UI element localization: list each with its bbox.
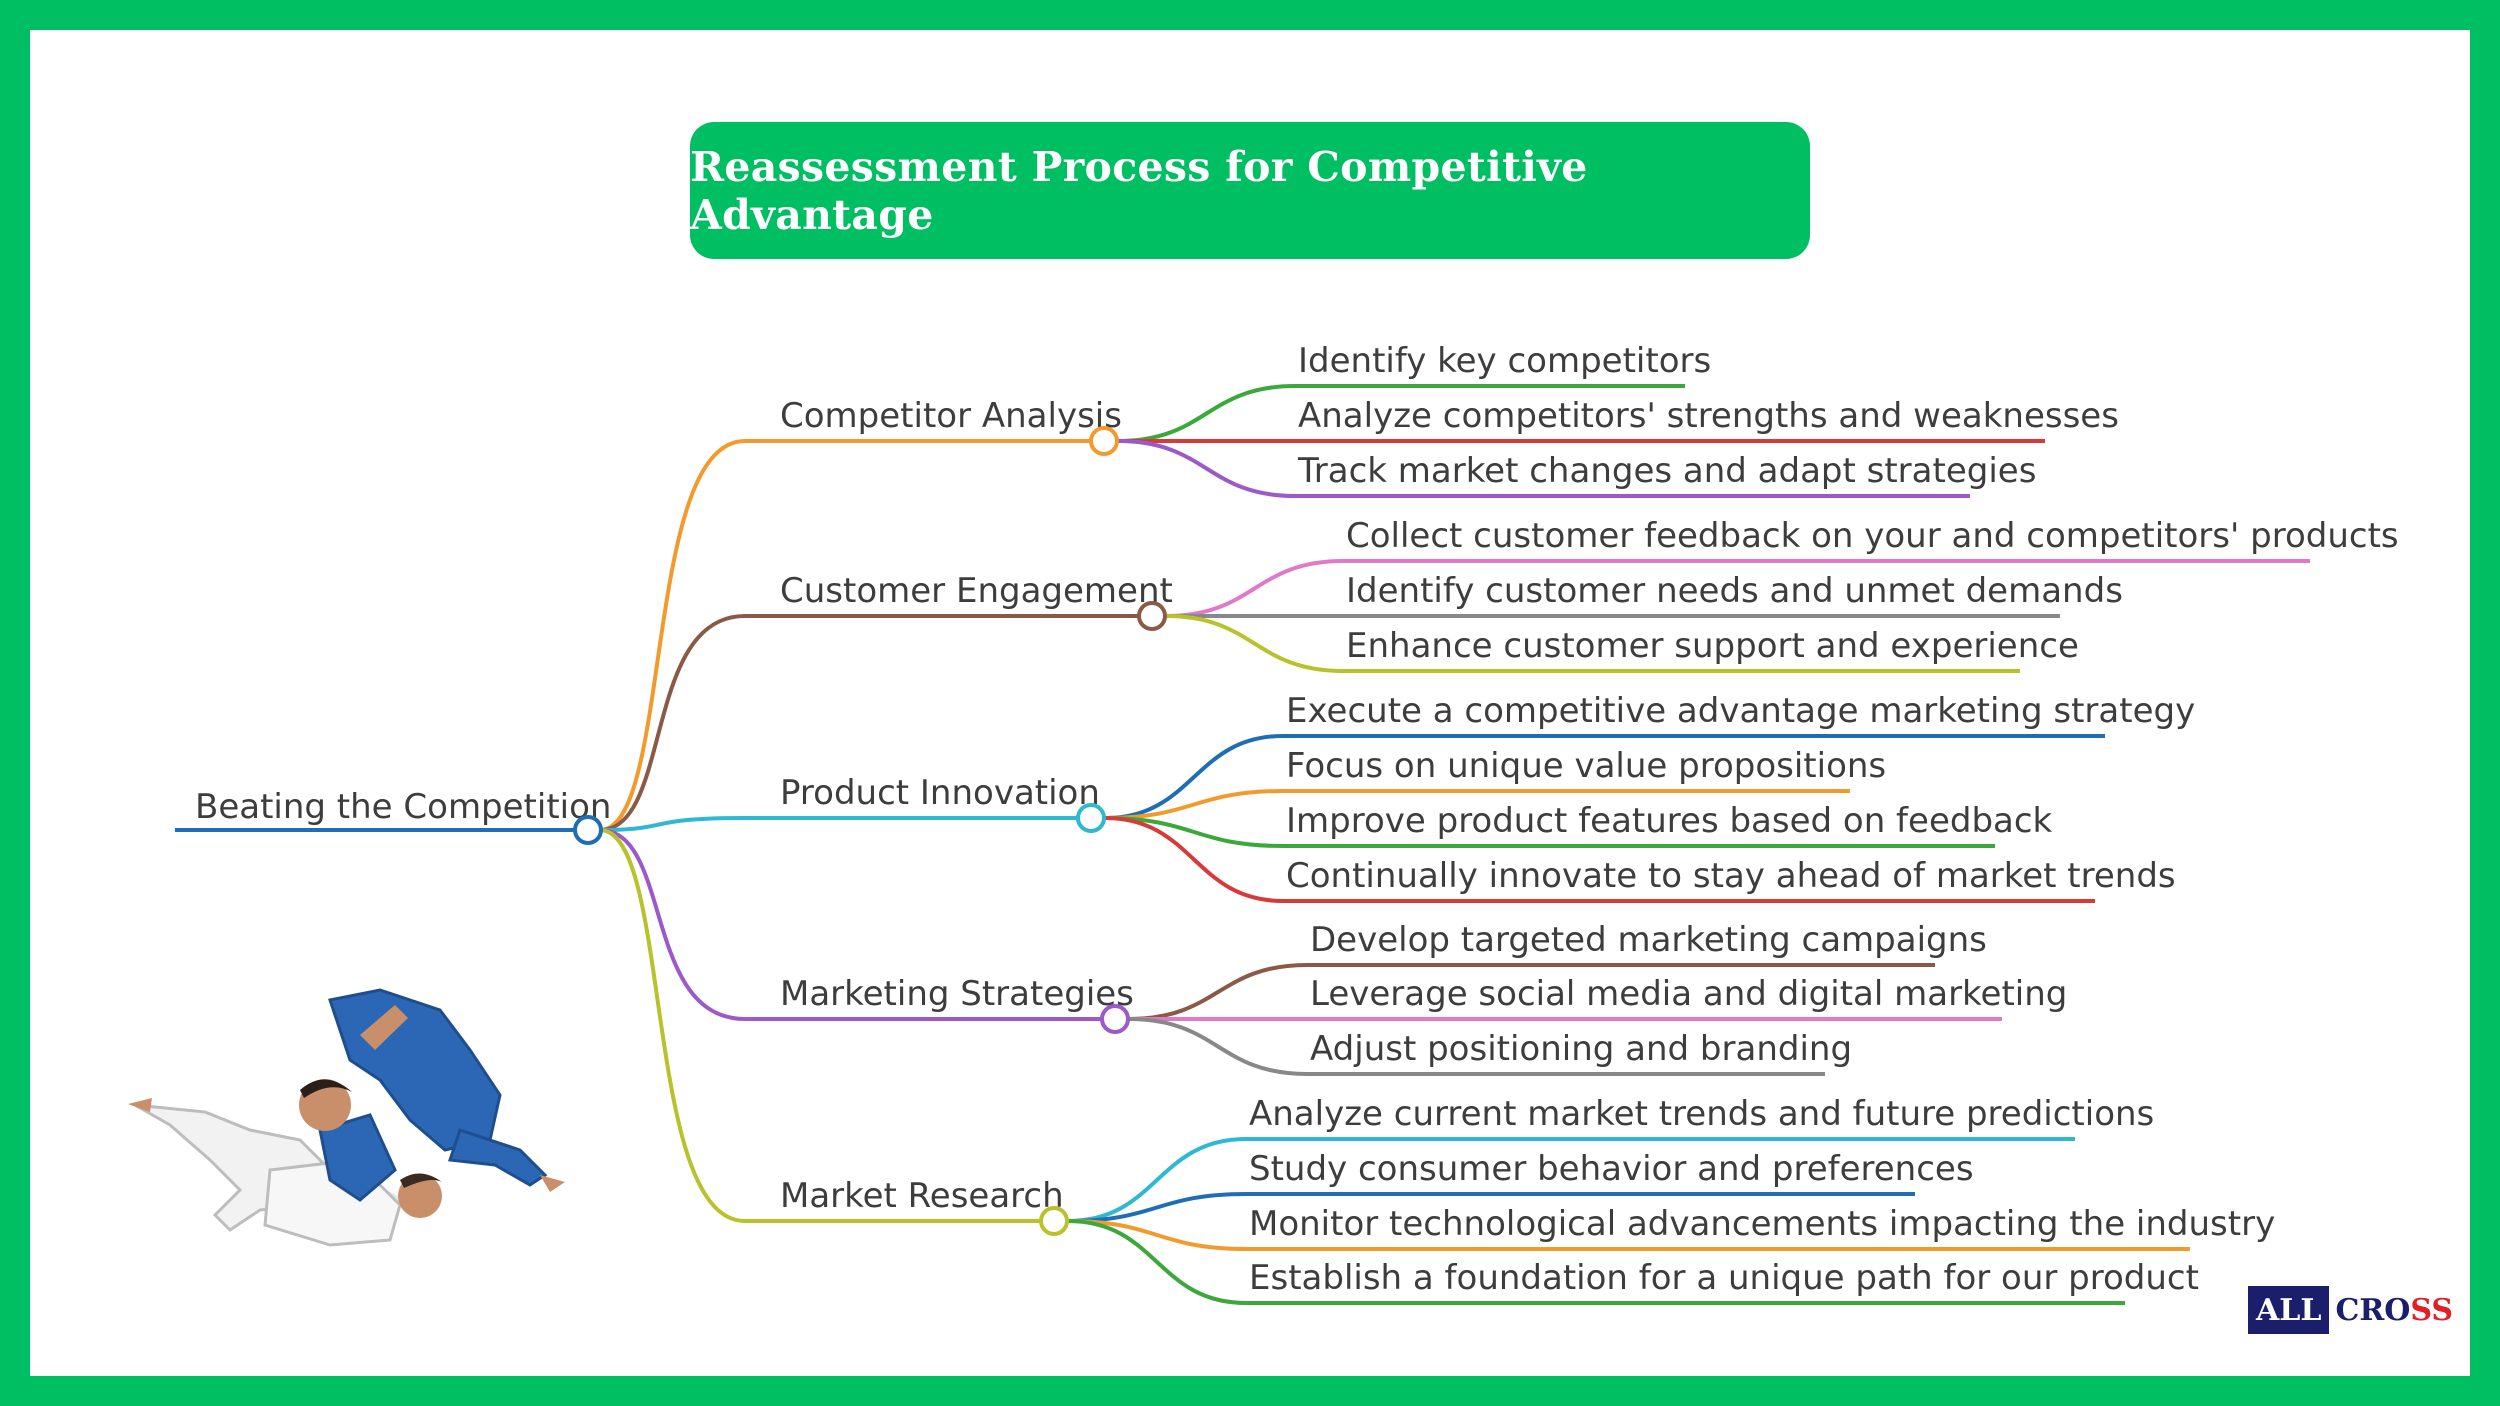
leaf-label: Develop targeted marketing campaigns	[1310, 920, 1987, 960]
leaf-connector	[1067, 1137, 1247, 1223]
leaf-connector	[1067, 1219, 1247, 1305]
leaf-connector	[1128, 1017, 1308, 1076]
leaf-label: Execute a competitive advantage marketin…	[1286, 691, 2195, 731]
leaf-label: Identify key competitors	[1298, 341, 1711, 381]
mind-map-nodes: Beating the Competition Competitor Analys…	[195, 341, 2399, 1298]
leaf-label: Track market changes and adapt strategie…	[1297, 451, 2036, 491]
leaf-label: Analyze competitors' strengths and weakn…	[1298, 396, 2119, 436]
leaf-label: Continually innovate to stay ahead of ma…	[1286, 856, 2176, 896]
leaf-connector	[1067, 1192, 1247, 1223]
judo-throw-icon	[128, 988, 565, 1247]
leaf-connector	[1104, 816, 1284, 848]
leaf-label: Establish a foundation for a unique path…	[1249, 1258, 2199, 1298]
logo-part-ss: SS	[2410, 1292, 2454, 1328]
branch-connector	[599, 816, 746, 832]
leaf-connector	[1165, 559, 1344, 618]
leaf-connector	[1128, 963, 1308, 1021]
leaf-label: Adjust positioning and branding	[1310, 1029, 1852, 1069]
branch-connector	[599, 828, 746, 1223]
leaf-label: Analyze current market trends and future…	[1249, 1094, 2154, 1134]
branch-label: Competitor Analysis	[780, 396, 1122, 436]
leaf-label: Enhance customer support and experience	[1346, 626, 2079, 666]
branch-label: Product Innovation	[780, 773, 1100, 813]
branch-connector	[599, 614, 746, 832]
leaf-label: Monitor technological advancements impac…	[1249, 1204, 2275, 1244]
branch-node-circle	[1137, 601, 1167, 631]
leaf-connector	[1165, 614, 1344, 673]
leaf-label: Focus on unique value propositions	[1286, 746, 1886, 786]
branch-connector	[599, 439, 746, 832]
logo-part-cro: CRO	[2335, 1292, 2411, 1328]
branch-node-circle	[1039, 1206, 1069, 1236]
branch-node-circle	[1089, 426, 1119, 456]
title-banner: Reassessment Process for Competitive Adv…	[690, 122, 1810, 259]
branch-connector	[599, 828, 746, 1021]
page-title: Reassessment Process for Competitive Adv…	[690, 142, 1588, 239]
leaf-connector	[1104, 816, 1284, 903]
mind-map-edges	[175, 384, 2310, 1305]
leaf-connector	[1067, 1219, 1247, 1251]
leaf-label: Leverage social media and digital market…	[1310, 974, 2067, 1014]
root-node-label: Beating the Competition	[195, 787, 611, 827]
branch-label: Marketing Strategies	[780, 974, 1134, 1014]
branch-node-circle	[1076, 803, 1106, 833]
leaf-label: Study consumer behavior and preferences	[1249, 1149, 1974, 1189]
leaf-label: Collect customer feedback on your and co…	[1346, 516, 2399, 556]
leaf-connector	[1104, 734, 1284, 820]
logo-part-all: ALL	[2248, 1286, 2330, 1334]
branch-label: Market Research	[780, 1176, 1064, 1216]
leaf-connector	[1117, 384, 1296, 443]
leaf-label: Improve product features based on feedba…	[1286, 801, 2053, 841]
leaf-connector	[1117, 439, 1296, 498]
leaf-connector	[1104, 789, 1284, 820]
branch-node-circle	[1100, 1004, 1130, 1034]
root-node-circle	[573, 815, 603, 845]
branch-label: Customer Engagement	[780, 571, 1173, 611]
leaf-label: Identify customer needs and unmet demand…	[1346, 571, 2123, 611]
